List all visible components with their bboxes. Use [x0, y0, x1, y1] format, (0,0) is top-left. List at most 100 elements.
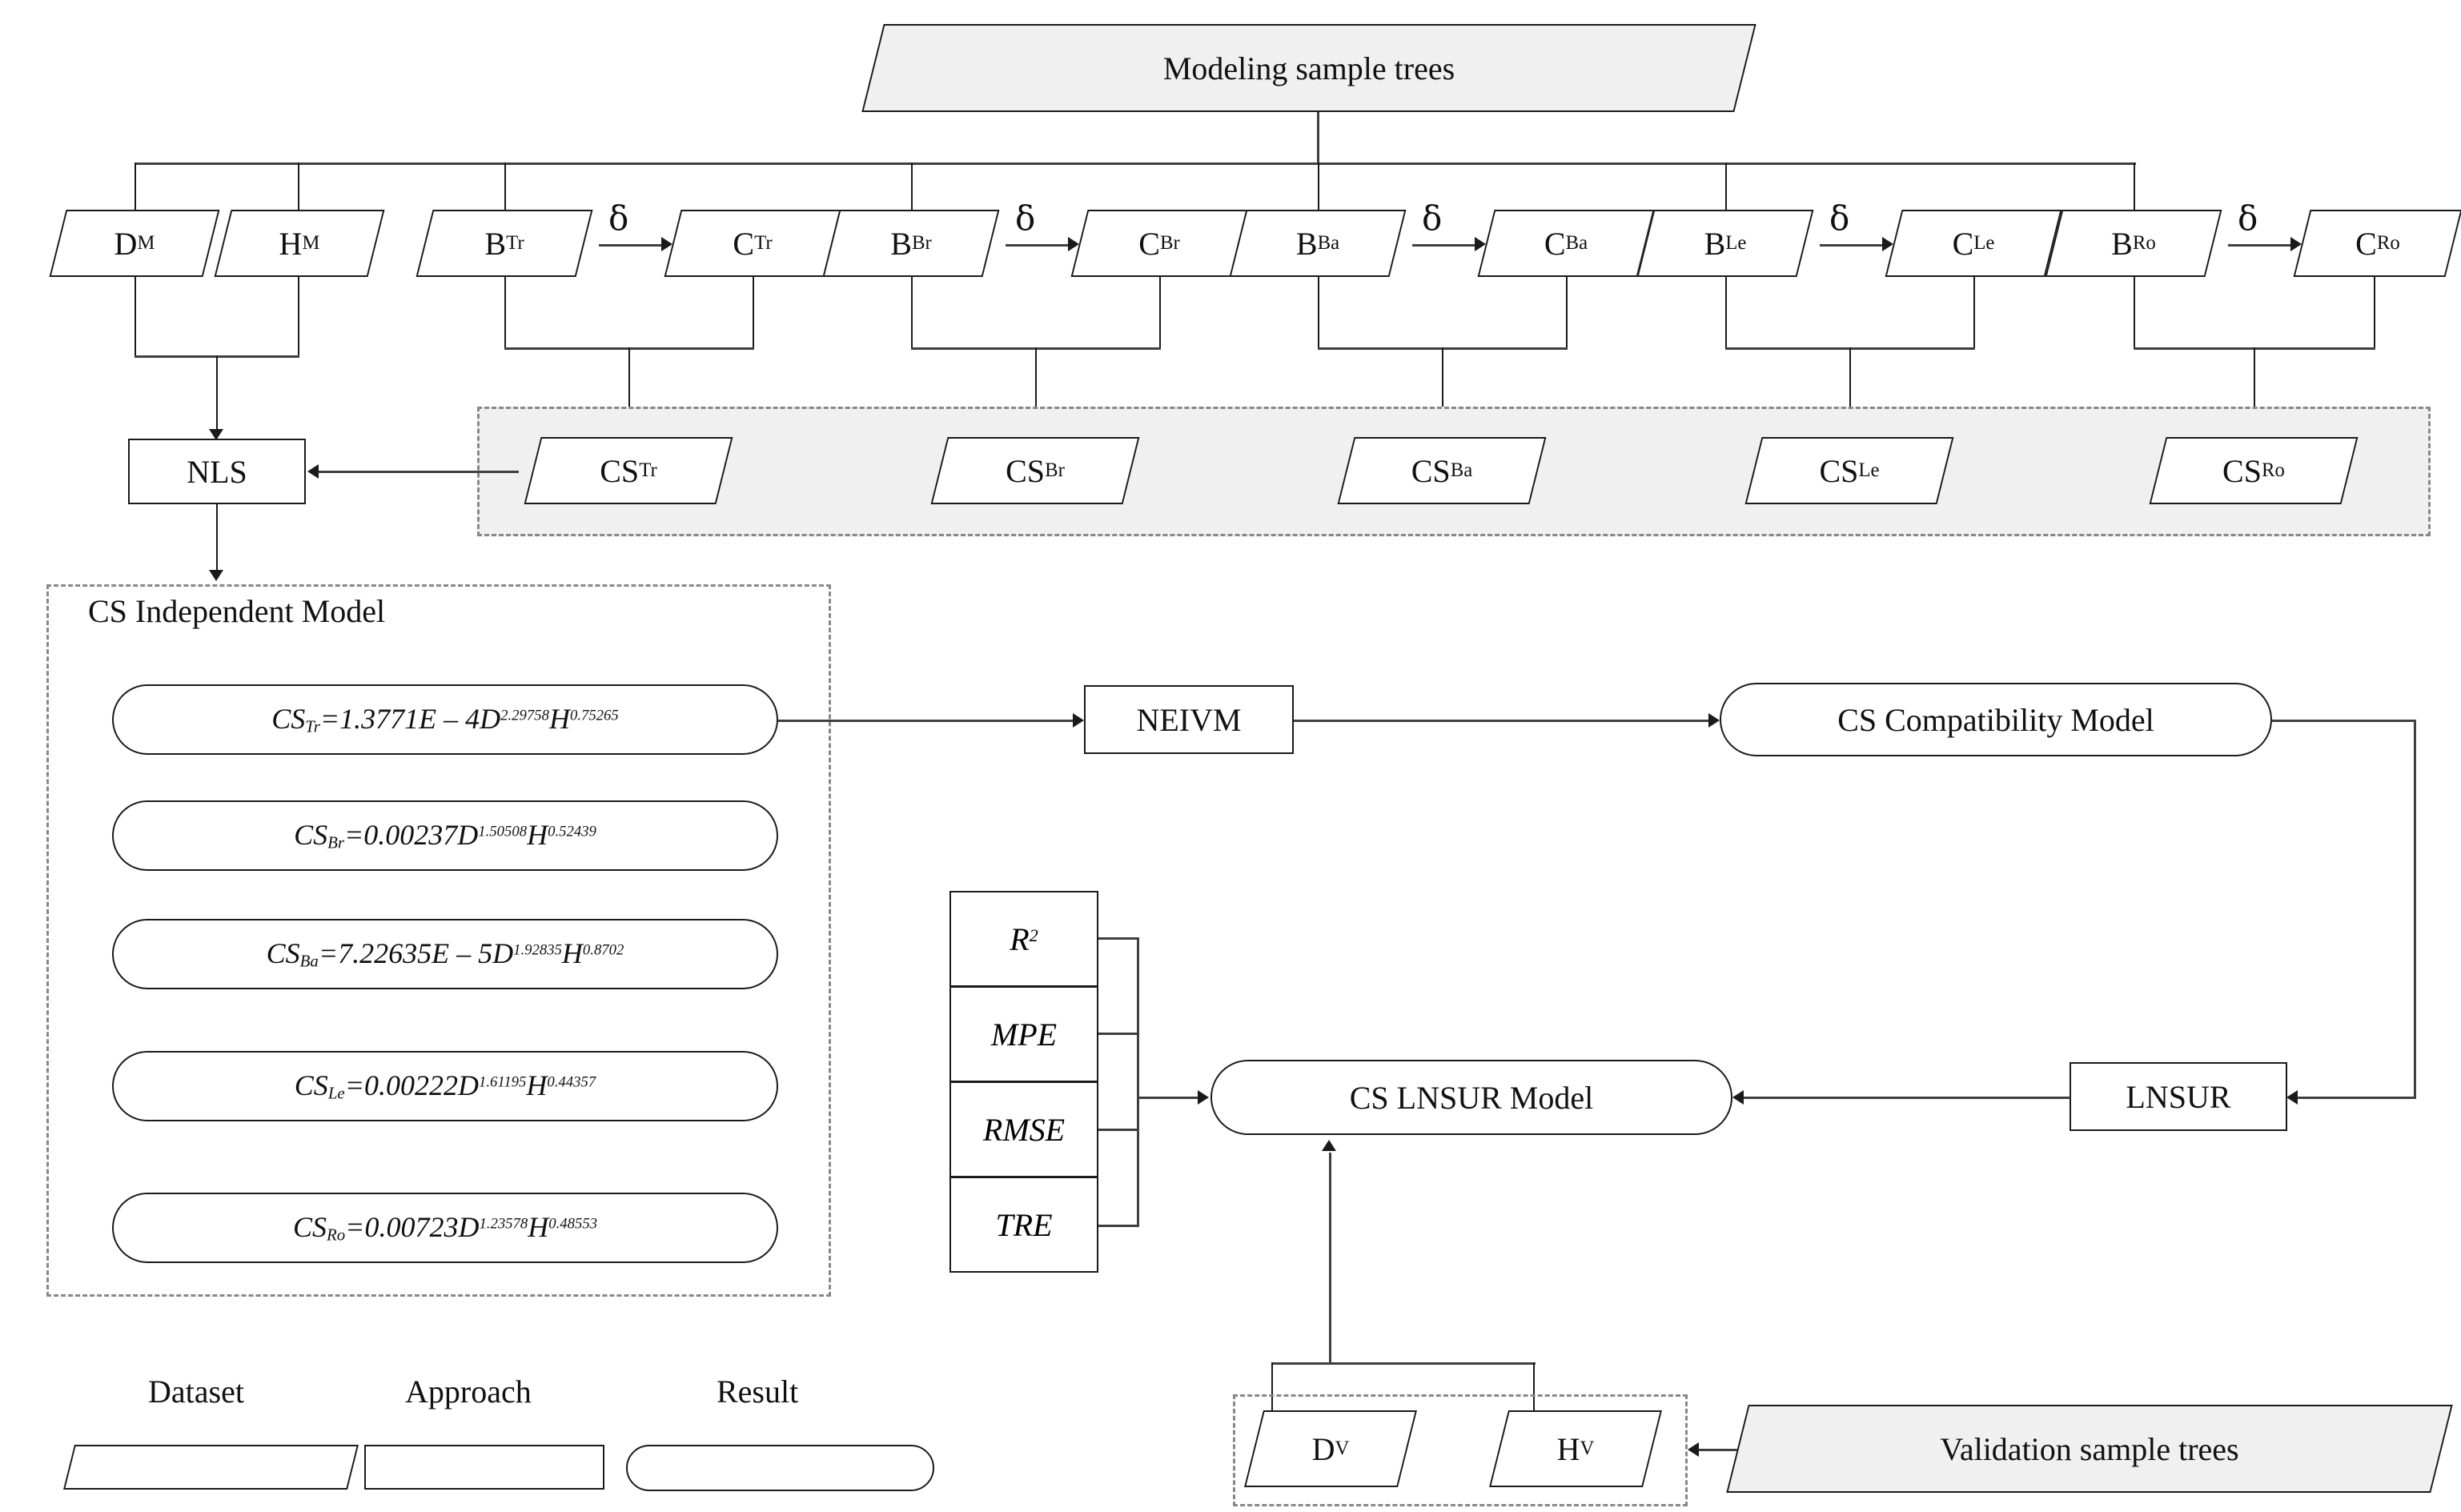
arrow-into-cs-lnsur-model: [1732, 1090, 1744, 1105]
equation-cs-br: CSBr=0.00237D1.50508H0.52439: [112, 800, 778, 871]
connector-btr-ctr: [599, 244, 663, 247]
equation-cs-le-text: CSLe=0.00222D1.61195H0.44357: [294, 1069, 596, 1103]
eq2-sub: Ba: [299, 951, 319, 971]
connector-group1-to-cs: [628, 347, 630, 427]
connector-merge-to-nls: [216, 355, 218, 435]
connector-mpe-stub: [1098, 1033, 1138, 1035]
legend-label-dataset: Dataset: [148, 1374, 244, 1410]
metric-tre: TRE: [949, 1177, 1098, 1273]
connector-cbr-down: [1159, 277, 1161, 349]
metric-r2: R2: [949, 891, 1098, 987]
connector-hv-up: [1533, 1362, 1535, 1418]
node-bro-sub: Ro: [2132, 232, 2156, 254]
delta-label-4: δ: [1829, 199, 1850, 238]
node-csro-sub: Ro: [2261, 459, 2285, 481]
eq1-sub: Br: [327, 832, 344, 852]
node-dv-sub: V: [1335, 1438, 1350, 1459]
arrow-ble-cle: [1882, 237, 1893, 251]
metric-r2-label: R2: [1010, 920, 1038, 958]
arrow-bba-cba: [1475, 237, 1486, 251]
node-btr-sub: Tr: [506, 232, 524, 254]
node-validation-sample-trees-label: Validation sample trees: [1940, 1430, 2239, 1467]
node-cbr-sub: Br: [1159, 232, 1180, 254]
connector-metrics-to-model: [1137, 1097, 1199, 1099]
node-modeling-sample-trees-label: Modeling sample trees: [1162, 50, 1455, 86]
connector-group4-to-cs: [1849, 347, 1851, 427]
metric-r2-base: R: [1010, 920, 1030, 957]
node-lnsur-label: LNSUR: [2126, 1078, 2231, 1115]
connector-ble-down: [1725, 277, 1727, 349]
connector-drop-bba: [1318, 162, 1319, 235]
node-hm-sub: M: [302, 232, 320, 254]
connector-cs-to-nls: [319, 471, 519, 473]
node-cle-sub: Le: [1973, 232, 1995, 254]
eq1-coef: =0.00237D: [344, 819, 479, 852]
connector-group5-to-cs: [2254, 347, 2255, 427]
arrow-btr-ctr: [661, 237, 672, 251]
eq1-hexp: 0.52439: [548, 823, 596, 840]
node-bba-sub: Ba: [1317, 232, 1340, 254]
arrow-bbr-cbr: [1068, 237, 1079, 251]
node-csle-sub: Le: [1858, 459, 1880, 481]
connector-bba-cba: [1412, 244, 1476, 247]
eq3-dexp: 1.61195: [478, 1073, 527, 1091]
legend-label-approach: Approach: [405, 1374, 532, 1410]
node-cstr-sub: Tr: [639, 459, 657, 481]
connector-lnsur-to-lnsurmodel: [1744, 1097, 2070, 1099]
metric-mpe: MPE: [949, 986, 1098, 1082]
arrow-into-neivm: [1073, 713, 1084, 728]
eq2-hexp: 0.8702: [582, 941, 624, 959]
legend-shape-approach: [364, 1445, 604, 1490]
equation-cs-br-text: CSBr=0.00237D1.50508H0.52439: [294, 819, 596, 852]
connector-ctr-down: [753, 277, 754, 349]
connector-cba-down: [1566, 277, 1568, 349]
connector-drop-bro: [2134, 162, 2135, 235]
connector-hm-down: [298, 277, 299, 357]
connector-cle-down: [1973, 277, 1975, 349]
node-cs-compatibility-model-label: CS Compatibility Model: [1837, 701, 2154, 738]
equation-cs-le: CSLe=0.00222D1.61195H0.44357: [112, 1051, 778, 1121]
eq0-sub: Tr: [305, 716, 320, 736]
connector-bba-down: [1318, 277, 1319, 349]
connector-distribution-bus: [134, 162, 2136, 165]
arrow-into-independent-model: [209, 570, 223, 581]
eq4-coef: =0.00723D: [345, 1211, 480, 1244]
connector-neivm-to-compat: [1294, 720, 1710, 722]
eq1-dexp: 1.50508: [478, 823, 528, 840]
connector-drop-bbr: [911, 162, 913, 235]
eq0-coef: =1.3771E – 4D: [319, 703, 501, 736]
connector-group3-to-cs: [1442, 347, 1443, 427]
eq0-hbase: H: [548, 703, 570, 736]
connector-drop-hm: [298, 162, 299, 235]
eq2-dexp: 1.92835: [513, 941, 562, 959]
connector-compat-right: [2272, 720, 2416, 722]
cs-independent-model-panel: [46, 584, 831, 1297]
connector-dm-down: [134, 277, 136, 357]
metric-mpe-label: MPE: [990, 1016, 1058, 1053]
node-cs-compatibility-model: CS Compatibility Model: [1720, 683, 2272, 756]
connector-validation-src: [1699, 1449, 1771, 1451]
